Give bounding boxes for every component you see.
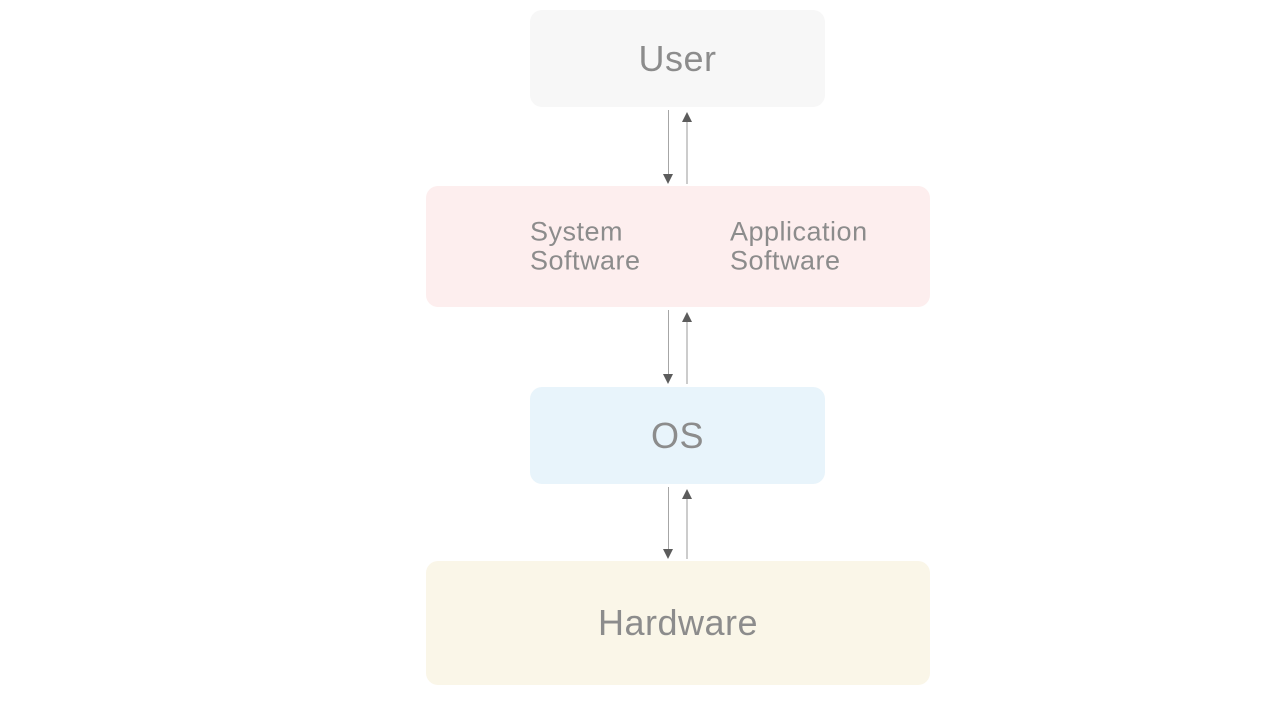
down-arrow-line (667, 110, 669, 174)
node-os: OS (530, 387, 825, 484)
up-arrow-line (686, 499, 688, 559)
node-user: User (530, 10, 825, 107)
up-arrow-head-icon (682, 312, 692, 322)
node-hardware-label: Hardware (597, 602, 759, 643)
edge-user-software (663, 110, 693, 184)
node-hardware: Hardware (426, 561, 930, 685)
up-arrow-head-icon (682, 112, 692, 122)
node-system-software-label: System Software (530, 215, 641, 276)
up-arrow-head-icon (682, 489, 692, 499)
down-arrow-head-icon (663, 174, 673, 184)
node-user-label: User (638, 37, 717, 79)
down-arrow-head-icon (663, 549, 673, 559)
down-arrow-line (667, 310, 669, 374)
down-arrow-head-icon (663, 374, 673, 384)
down-arrow-line (667, 487, 669, 549)
up-arrow-line (686, 322, 688, 384)
up-arrow-line (686, 122, 688, 184)
node-os-label: OS (650, 414, 704, 456)
node-software-layer: System Software Application Software (426, 186, 930, 307)
node-application-software-label: Application Software (730, 215, 868, 276)
edge-os-hardware (663, 487, 693, 559)
edge-software-os (663, 310, 693, 384)
